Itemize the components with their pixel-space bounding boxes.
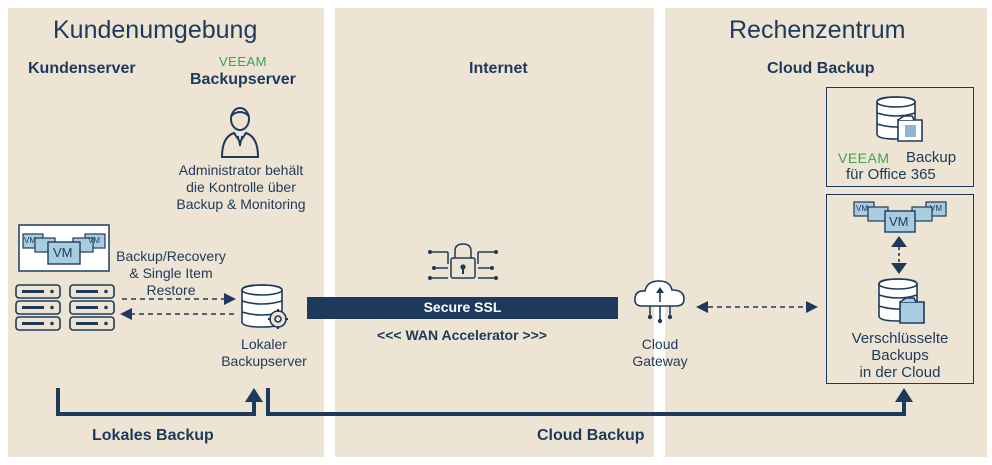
- encrypted-text-2: Backups: [871, 347, 929, 364]
- cloud-gateway-text-1: Cloud: [641, 336, 679, 352]
- local-server-text-2: Backupserver: [221, 353, 307, 369]
- backup-recovery-text-1: Backup/Recovery: [116, 248, 226, 264]
- vm-to-backup-arrow: [891, 236, 907, 274]
- cloud-backup-bottom-label: Cloud Backup: [537, 427, 645, 444]
- cloud-backup-label: Cloud Backup: [767, 60, 875, 77]
- o365-label-2: für Office 365: [846, 166, 936, 183]
- backupserver-label: Backupserver: [190, 71, 296, 88]
- admin-text-2: die Kontrolle über: [186, 179, 296, 195]
- internet-label: Internet: [469, 60, 528, 77]
- local-backup-label: Lokales Backup: [92, 427, 214, 444]
- admin-text-3: Backup & Monitoring: [176, 196, 306, 212]
- kundenserver-label: Kundenserver: [28, 60, 136, 77]
- o365-label-1: Backup: [906, 149, 957, 166]
- vm-label-customer-2: VM: [88, 236, 100, 245]
- encrypted-text-1: Verschlüsselte: [851, 330, 949, 347]
- veeam-logo-o365: VEEAM: [838, 150, 890, 166]
- vm-cluster-cloud: [853, 201, 947, 233]
- wan-accelerator-label: <<< WAN Accelerator >>>: [377, 327, 547, 343]
- datacenter-title: Rechenzentrum: [729, 16, 906, 44]
- cloud-backup-flow: [266, 388, 913, 416]
- encrypted-backup-icon: [878, 278, 925, 324]
- panel-internet: [335, 8, 654, 457]
- secure-ssl-bar: [307, 297, 618, 319]
- backup-recovery-text-2: & Single Item: [129, 265, 213, 281]
- cloud-gateway-text-2: Gateway: [632, 353, 688, 369]
- cloud-gateway-icon: [634, 280, 685, 324]
- local-server-text-1: Lokaler: [241, 336, 287, 352]
- admin-text-1: Administrator behält: [178, 162, 304, 178]
- backup-recovery-text-3: Restore: [146, 282, 196, 298]
- vm-label-cloud-1: VM: [856, 204, 868, 213]
- administrator-icon: [220, 107, 260, 158]
- gateway-dashed-arrow: [696, 301, 818, 313]
- vm-cluster-customer: [18, 224, 110, 272]
- server-rack-icon: [15, 284, 115, 331]
- local-backup-flow: [56, 388, 263, 416]
- local-backupserver-icon: [241, 284, 288, 329]
- veeam-logo-customer: VEEAM: [219, 54, 268, 69]
- backup-dashed-arrows: [120, 293, 236, 320]
- vm-label-customer-main: VM: [53, 245, 73, 260]
- vm-label-cloud-main: VM: [889, 214, 909, 229]
- office365-server-icon: [876, 96, 923, 142]
- customer-title: Kundenumgebung: [53, 16, 258, 44]
- secure-lock-icon: [428, 243, 498, 280]
- vm-label-cloud-2: VM: [930, 204, 942, 213]
- vm-label-customer-1: VM: [24, 236, 36, 245]
- encrypted-text-3: in der Cloud: [859, 364, 941, 381]
- secure-ssl-label: Secure SSL: [423, 299, 502, 315]
